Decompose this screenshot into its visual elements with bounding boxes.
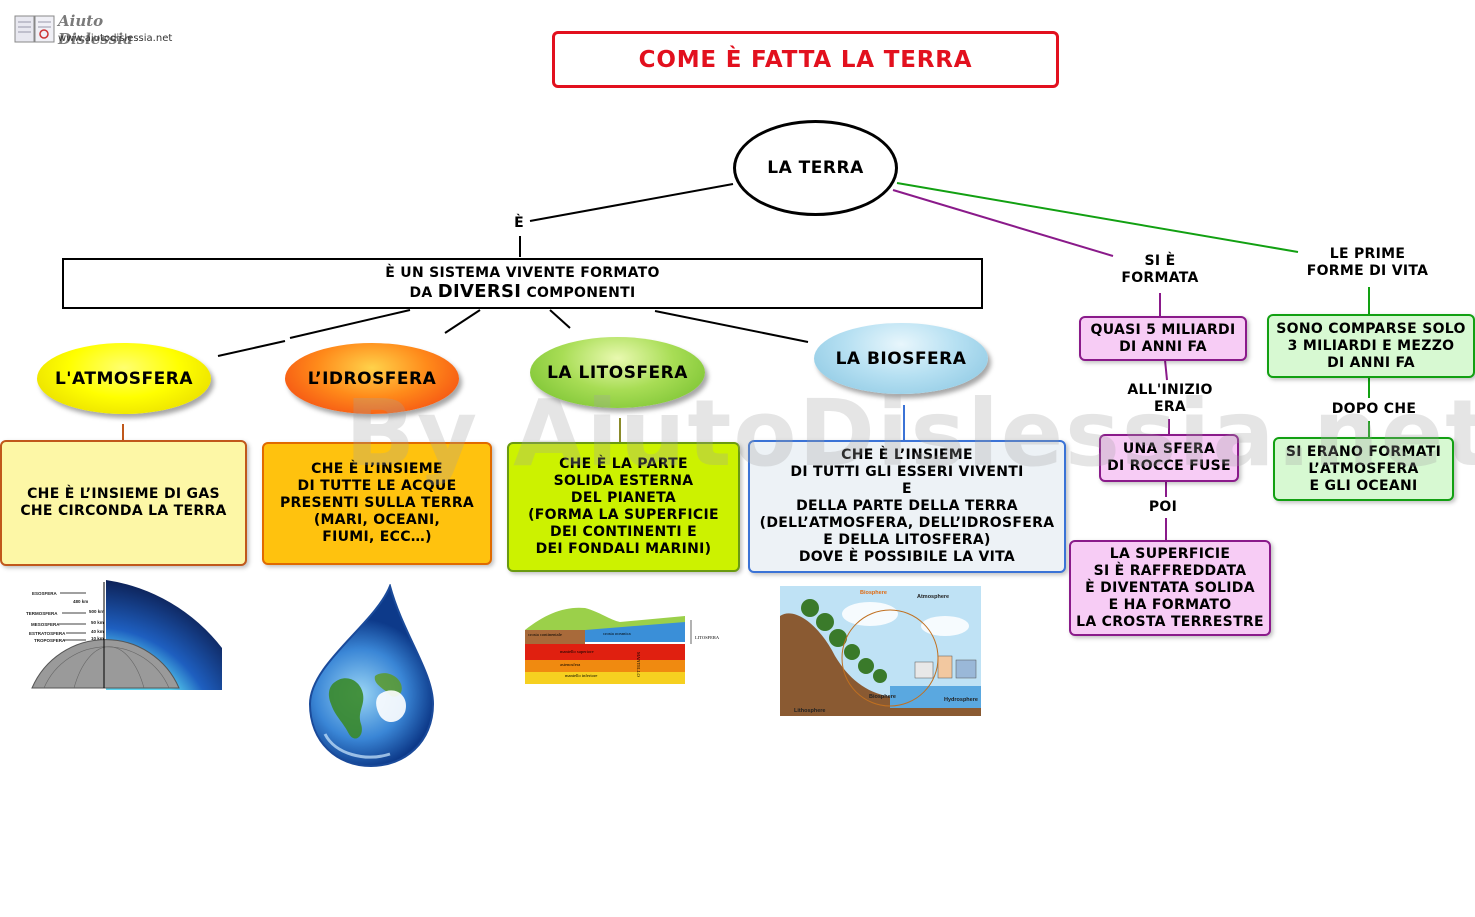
lito-label-3: astenosfera xyxy=(560,662,580,667)
lito-label-2: mantello superiore xyxy=(560,649,594,654)
desc-biosfera: CHE È L’INSIEME DI TUTTI GLI ESSERI VIVE… xyxy=(748,440,1066,573)
sphere-litosfera: LA LITOSFERA xyxy=(530,337,705,408)
formation-label: SI È FORMATA xyxy=(1121,253,1199,286)
system-line-2-bold: DIVERSI xyxy=(437,281,522,302)
system-line-2-post: COMPONENTI xyxy=(526,285,636,301)
atmo-height-1: 500 km xyxy=(89,609,104,614)
atmo-layer-2: MESOSFERA xyxy=(31,622,60,627)
bio-label-2: Biosphere xyxy=(869,694,896,700)
root-label: LA TERRA xyxy=(767,158,864,178)
lito-label-6: MANTELLO xyxy=(636,652,641,677)
system-line-2: DA DIVERSI COMPONENTI xyxy=(410,281,636,302)
sphere-atmosfera: L'ATMOSFERA xyxy=(37,343,211,414)
formation-when: QUASI 5 MILIARDI DI ANNI FA xyxy=(1079,316,1247,361)
page-title-box: COME È FATTA LA TERRA xyxy=(552,31,1059,88)
root-node: LA TERRA xyxy=(733,120,898,216)
biosphere-scene-image: Biosphere Atmosphere Biosphere Lithosphe… xyxy=(780,586,981,716)
atmo-layer-0: ESOSFERA xyxy=(32,591,58,596)
system-line-2-pre: DA xyxy=(409,285,433,301)
atmo-height-2: 50 km xyxy=(91,620,104,625)
bio-label-4: Hydrosphere xyxy=(944,697,978,703)
life-after: SI ERANO FORMATI L’ATMOSFERA E GLI OCEAN… xyxy=(1273,437,1454,501)
book-icon xyxy=(14,12,56,46)
bio-label-1: Atmosphere xyxy=(917,594,949,600)
formation-then: LA SUPERFICIE SI È RAFFREDDATA È DIVENTA… xyxy=(1069,540,1271,636)
sphere-idrosfera: L’IDROSFERA xyxy=(285,343,459,414)
bio-label-3: Lithosphere xyxy=(794,708,825,714)
formation-link-2: POI xyxy=(1148,499,1178,515)
formation-link-1: ALL'INIZIO ERA xyxy=(1127,382,1213,415)
lithosphere-section-image: crosta continentale crosta oceanica mant… xyxy=(525,600,725,687)
atmo-height-3: 40 km xyxy=(91,629,104,634)
lito-label-0: crosta continentale xyxy=(528,632,562,637)
atmo-layer-3: ESTRATOSFERA xyxy=(29,631,66,636)
lito-label-1: crosta oceanica xyxy=(603,631,631,636)
sphere-litosfera-label: LA LITOSFERA xyxy=(547,362,688,383)
water-drop-earth-image xyxy=(305,582,437,769)
sphere-biosfera: LA BIOSFERA xyxy=(814,323,988,394)
life-link: DOPO CHE xyxy=(1331,401,1417,417)
sphere-atmosfera-label: L'ATMOSFERA xyxy=(54,368,194,389)
sphere-biosfera-label: LA BIOSFERA xyxy=(835,348,967,369)
atmosphere-layers-image: ESOSFERA TERMOSFERA MESOSFERA ESTRATOSFE… xyxy=(24,578,224,690)
bio-label-0: Biosphere xyxy=(860,590,887,596)
life-label: LE PRIME FORME DI VITA xyxy=(1306,246,1429,279)
logo-url: www.aiutodislessia.net xyxy=(58,33,173,44)
logo-title: Aiuto Dislessia xyxy=(58,12,133,48)
site-logo[interactable]: Aiuto Dislessia www.aiutodislessia.net xyxy=(12,10,172,50)
desc-atmosfera: CHE È L’INSIEME DI GAS CHE CIRCONDA LA T… xyxy=(0,440,247,566)
desc-idrosfera: CHE È L’INSIEME DI TUTTE LE ACQUE PRESEN… xyxy=(262,442,492,565)
sphere-idrosfera-label: L’IDROSFERA xyxy=(307,368,437,389)
atmo-height-0: 480 km xyxy=(73,599,88,604)
life-when: SONO COMPARSE SOLO 3 MILIARDI E MEZZO DI… xyxy=(1267,314,1475,378)
desc-litosfera: CHE È LA PARTE SOLIDA ESTERNA DEL PIANET… xyxy=(507,442,740,572)
atmo-layer-1: TERMOSFERA xyxy=(26,611,58,616)
link-label-e: È xyxy=(514,215,524,231)
formation-first: UNA SFERA DI ROCCE FUSE xyxy=(1099,434,1239,482)
system-line-1: È UN SISTEMA VIVENTE FORMATO xyxy=(385,265,660,281)
atmo-layer-4: TROPOSFERA xyxy=(34,638,66,643)
atmo-height-4: 10 km xyxy=(91,636,104,641)
system-box: È UN SISTEMA VIVENTE FORMATO DA DIVERSI … xyxy=(62,258,983,309)
page-title: COME È FATTA LA TERRA xyxy=(638,46,973,73)
lito-label-4: mantello inferiore xyxy=(565,673,597,678)
lito-label-5: LITOSFERA xyxy=(695,635,720,640)
